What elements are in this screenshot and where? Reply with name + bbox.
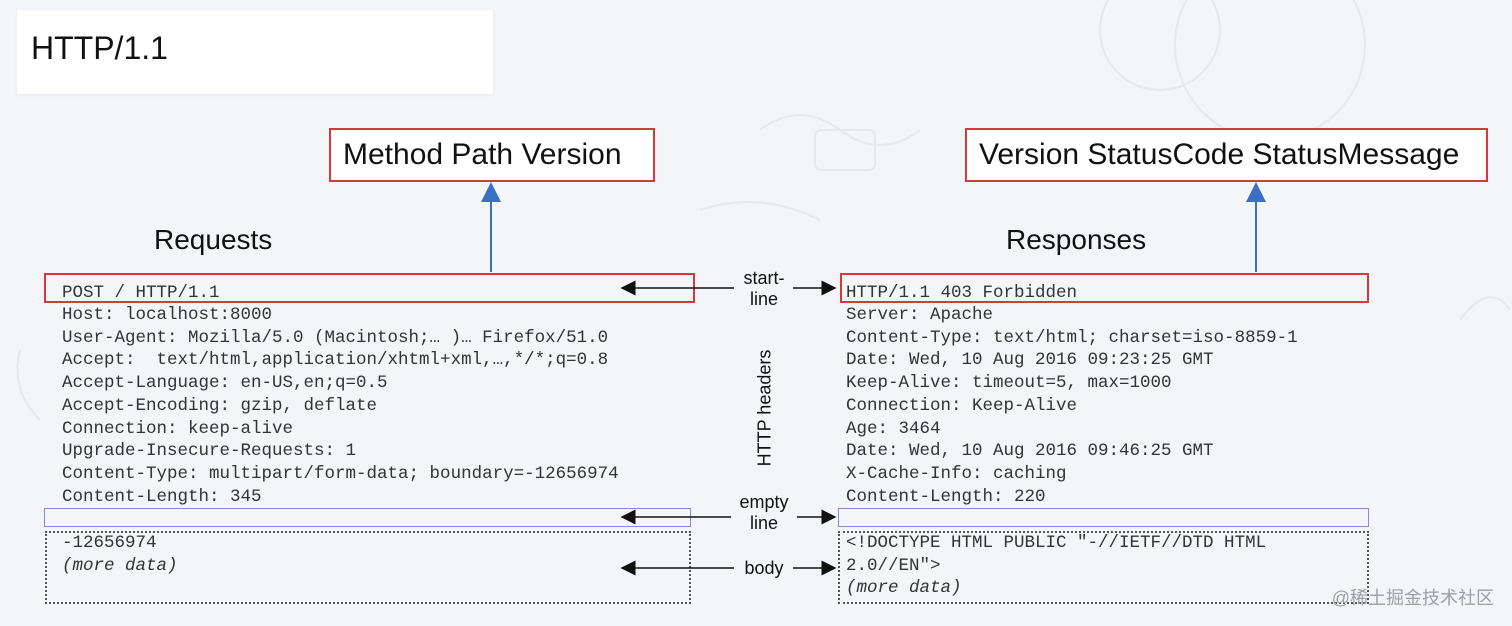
http-headers-label: HTTP headers (754, 349, 775, 467)
responses-heading: Responses (1006, 224, 1147, 255)
body-label: body (744, 558, 784, 578)
request-header-line: Upgrade-Insecure-Requests: 1 (62, 441, 357, 462)
start-line-label: start- line (743, 268, 785, 309)
request-header-line: Content-Length: 345 (62, 486, 262, 507)
request-header-line: Host: localhost:8000 (62, 305, 273, 325)
request-header-line: User-Agent: Mozilla/5.0 (Macintosh;… )… … (62, 327, 609, 348)
response-body-more-data: (more data) (846, 578, 962, 599)
response-header-line: Content-Type: text/html; charset=iso-885… (846, 327, 1298, 348)
request-header-line: Accept-Encoding: gzip, deflate (62, 395, 378, 416)
request-body-more-data: (more data) (62, 555, 178, 576)
slide-title: HTTP/1.1 (31, 30, 168, 66)
requests-heading: Requests (154, 224, 273, 255)
response-header-line: Date: Wed, 10 Aug 2016 09:46:25 GMT (846, 441, 1214, 462)
request-line-callout: Method Path Version (329, 128, 655, 182)
response-header-line: Connection: Keep-Alive (846, 395, 1078, 416)
response-empty-line-frame (838, 508, 1369, 527)
request-start-line: POST / HTTP/1.1 (62, 283, 220, 303)
empty-line-label: empty line (739, 492, 789, 533)
watermark: @稀土掘金技术社区 (1331, 588, 1494, 608)
request-empty-line-frame (44, 508, 691, 527)
response-start-line-frame (840, 273, 1369, 303)
request-header-line: Content-Type: multipart/form-data; bound… (62, 463, 619, 484)
response-start-line: HTTP/1.1 403 Forbidden (846, 283, 1078, 303)
status-line-callout: Version StatusCode StatusMessage (965, 128, 1488, 182)
response-header-line: Content-Length: 220 (846, 486, 1046, 507)
slide-title-card: HTTP/1.1 (17, 10, 493, 94)
response-header-line: X-Cache-Info: caching (846, 463, 1067, 484)
response-header-line: Date: Wed, 10 Aug 2016 09:23:25 GMT (846, 350, 1214, 371)
request-body-line: -12656974 (62, 533, 157, 553)
request-header-line: Accept-Language: en-US,en;q=0.5 (62, 373, 388, 394)
response-header-line: Age: 3464 (846, 418, 941, 439)
response-body-line: <!DOCTYPE HTML PUBLIC "-//IETF//DTD HTML (846, 533, 1267, 553)
request-body: -12656974(more data) (62, 532, 178, 577)
response-body-frame (838, 531, 1369, 604)
request-header-line: Connection: keep-alive (62, 418, 294, 439)
response-header-line: Keep-Alive: timeout=5, max=1000 (846, 373, 1172, 394)
response-header-line: Server: Apache (846, 305, 994, 325)
response-body: <!DOCTYPE HTML PUBLIC "-//IETF//DTD HTML… (846, 532, 1266, 600)
request-header-line: Accept: text/html,application/xhtml+xml,… (62, 350, 609, 371)
response-body-line: 2.0//EN"> (846, 555, 941, 576)
